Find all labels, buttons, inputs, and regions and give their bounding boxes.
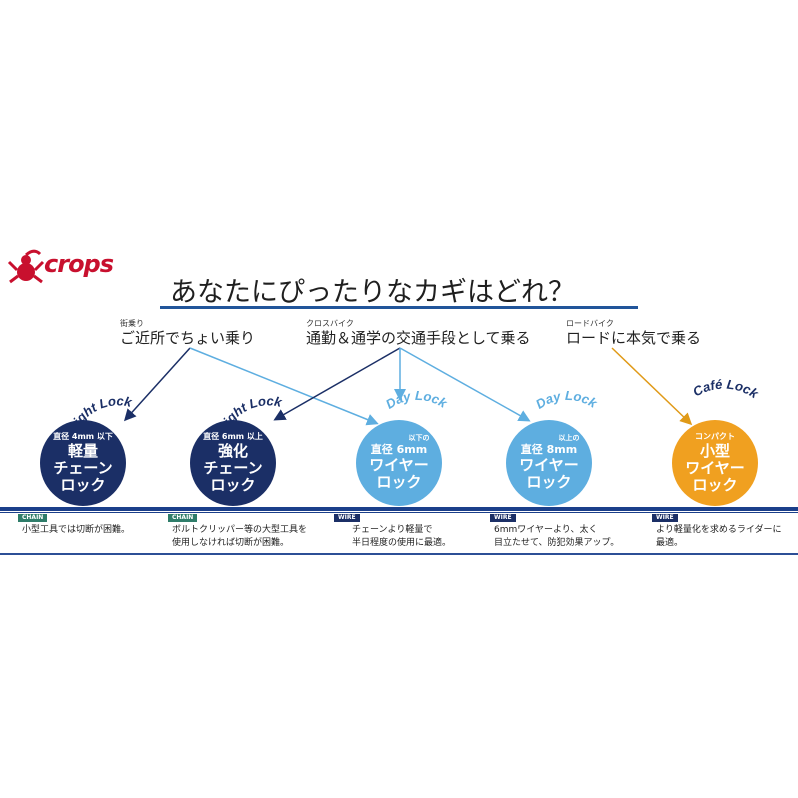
lock-4-desc-line-1: 6mmワイヤーより、太く bbox=[494, 525, 598, 535]
usage-ruby-3: ロードバイク bbox=[566, 319, 614, 328]
lock-4-circle[interactable]: 以上の 直径 8mm ワイヤー ロック bbox=[506, 420, 592, 506]
divider-band bbox=[0, 507, 798, 511]
lock-1-line-3: ロック bbox=[60, 475, 106, 494]
lock-2-line-3: ロック bbox=[210, 475, 256, 494]
lock-4-category: WIRE bbox=[490, 514, 516, 522]
lock-1-circle[interactable]: 直径 4mm 以下 軽量 チェーン ロック bbox=[40, 420, 126, 506]
brand-logo bbox=[6, 246, 136, 288]
arrow-1-to-lock-1 bbox=[123, 347, 191, 422]
lock-4-size-ruby: 以上の bbox=[558, 434, 580, 442]
usage-text-2: 通勤＆通学の交通手段として乗る bbox=[306, 329, 531, 347]
lock-3-desc-line-1: チェーンより軽量で bbox=[352, 525, 433, 535]
arc-label-5: Café Lock bbox=[690, 377, 761, 402]
usage-ruby-2: クロスバイク bbox=[306, 319, 354, 328]
lock-3-size-ruby: 以下の bbox=[408, 434, 430, 442]
usage-text-1: ご近所でちょい乗り bbox=[120, 329, 256, 347]
lock-5-circle[interactable]: コンパクト 小型 ワイヤー ロック bbox=[672, 420, 758, 506]
arrow-1-to-lock-3 bbox=[189, 347, 379, 426]
page-title: あなたにぴったりなカギはどれ？ bbox=[170, 277, 575, 308]
arrow-3-to-lock-5 bbox=[611, 347, 693, 426]
lock-5-line-1: 小型 bbox=[699, 441, 730, 460]
lock-5-desc-line-2: 最適。 bbox=[656, 538, 684, 548]
scorpion-icon bbox=[7, 249, 45, 284]
lock-2-size: 直径 6mm 以上 bbox=[203, 431, 263, 441]
lock-5-desc-line-1: より軽量化を求めるライダーに bbox=[656, 525, 782, 535]
usage-text-3: ロードに本気で乗る bbox=[566, 329, 702, 347]
lock-5-category: WIRE bbox=[652, 514, 678, 522]
brand-name: crops bbox=[44, 250, 114, 278]
lock-1-desc-line-1: 小型工具では切断が困難。 bbox=[22, 525, 131, 535]
lock-5-line-3: ロック bbox=[692, 475, 738, 494]
lock-2-desc-line-1: ボルトクリッパー等の大型工具を bbox=[172, 525, 308, 535]
lock-2-circle[interactable]: 直径 6mm 以上 強化 チェーン ロック bbox=[190, 420, 276, 506]
lock-2-line-2: チェーン bbox=[203, 458, 263, 477]
lock-2-desc-line-2: 使用しなければ切断が困難。 bbox=[172, 538, 290, 548]
title-underline bbox=[160, 306, 638, 309]
lock-4-line-1: ワイヤー bbox=[519, 456, 579, 474]
lock-3-size: 直径 6mm bbox=[370, 443, 428, 456]
lock-3-circle[interactable]: 以下の 直径 6mm ワイヤー ロック bbox=[356, 420, 442, 506]
lock-4-size: 直径 8mm bbox=[520, 443, 578, 456]
lock-4-desc-line-2: 目立たせて、防犯効果アップ。 bbox=[494, 538, 620, 548]
arrow-2-to-lock-4 bbox=[399, 347, 531, 422]
arc-label-3: Day Lock bbox=[383, 388, 450, 412]
lock-1-line-1: 軽量 bbox=[67, 441, 98, 460]
lock-3-desc-line-2: 半日程度の使用に最適。 bbox=[352, 538, 452, 548]
lock-5-size: コンパクト bbox=[695, 431, 735, 441]
lock-1-category: CHAIN bbox=[18, 514, 48, 522]
lock-3-line-2: ロック bbox=[376, 473, 422, 491]
divider-band-thin bbox=[0, 512, 798, 513]
lock-5-line-2: ワイヤー bbox=[685, 458, 745, 477]
lock-3-category: WIRE bbox=[334, 514, 360, 522]
lock-1-size: 直径 4mm 以下 bbox=[53, 431, 113, 441]
lock-2-line-1: 強化 bbox=[217, 441, 248, 460]
bottom-rule bbox=[0, 553, 798, 555]
lock-4-line-2: ロック bbox=[526, 473, 572, 491]
usage-ruby-1: 街乗り bbox=[120, 319, 144, 328]
lock-2-category: CHAIN bbox=[168, 514, 198, 522]
lock-1-line-2: チェーン bbox=[53, 458, 113, 477]
arrow-2-to-lock-2 bbox=[273, 347, 401, 421]
lock-3-line-1: ワイヤー bbox=[369, 456, 429, 474]
arc-label-4: Day Lock bbox=[533, 388, 600, 412]
